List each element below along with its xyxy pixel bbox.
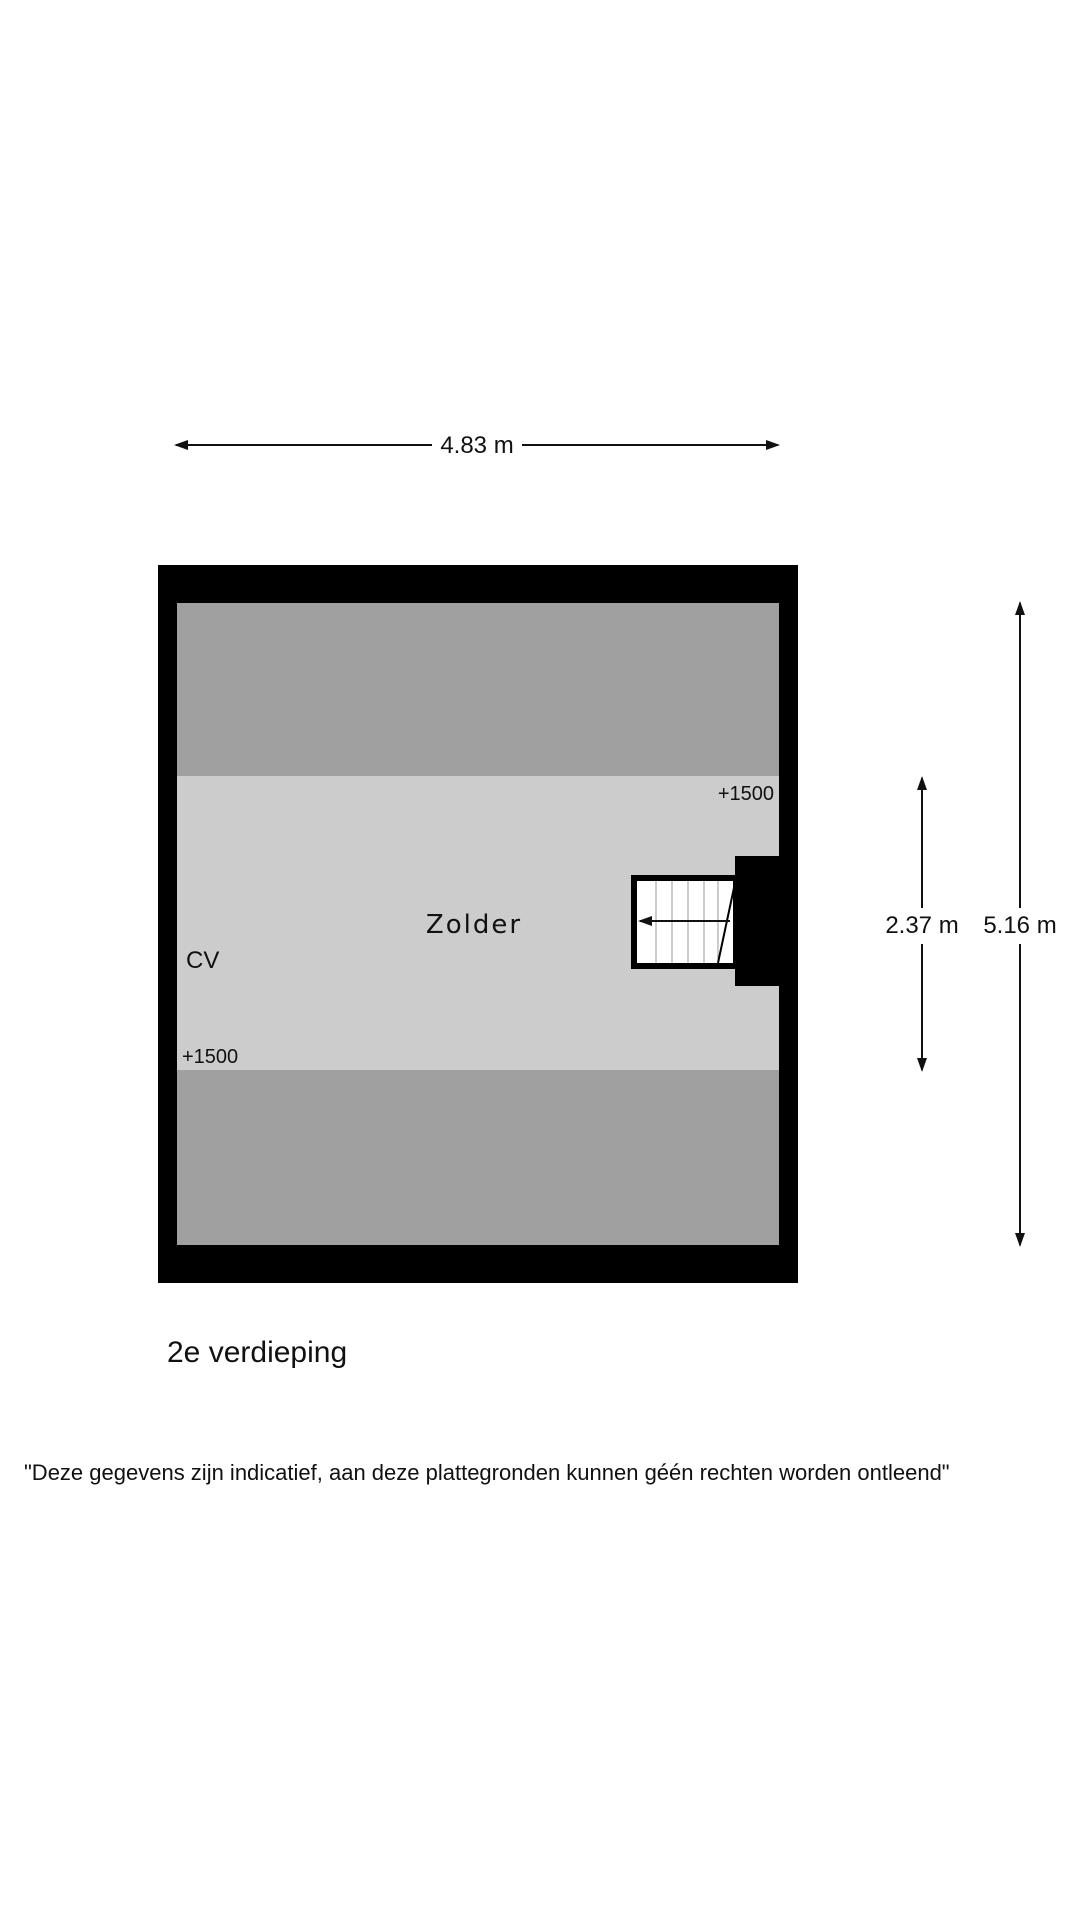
room-label-cv: CV [186, 947, 219, 974]
stair-diagonal [717, 882, 736, 964]
floor-title: 2e verdieping [167, 1336, 348, 1369]
depth-dimension: 5.16 m [983, 601, 1057, 1247]
headroom-dimension: 2.37 m [885, 776, 959, 1072]
headroom-dimension-label: 2.37 m [885, 912, 958, 939]
width-dimension-label: 4.83 m [440, 432, 513, 459]
level-label-lower: +1500 [182, 1046, 238, 1068]
level-label-upper: +1500 [718, 783, 774, 805]
width-dimension: 4.83 m [174, 432, 780, 459]
disclaimer-text: "Deze gegevens zijn indicatief, aan deze… [24, 1460, 950, 1485]
stair-wall-block [735, 856, 779, 986]
depth-dimension-label: 5.16 m [983, 912, 1056, 939]
low-ceiling-zone-top [177, 603, 779, 776]
low-ceiling-zone-bottom [177, 1070, 779, 1245]
room-label-zolder: Zolder [426, 910, 522, 940]
staircase [631, 856, 779, 986]
